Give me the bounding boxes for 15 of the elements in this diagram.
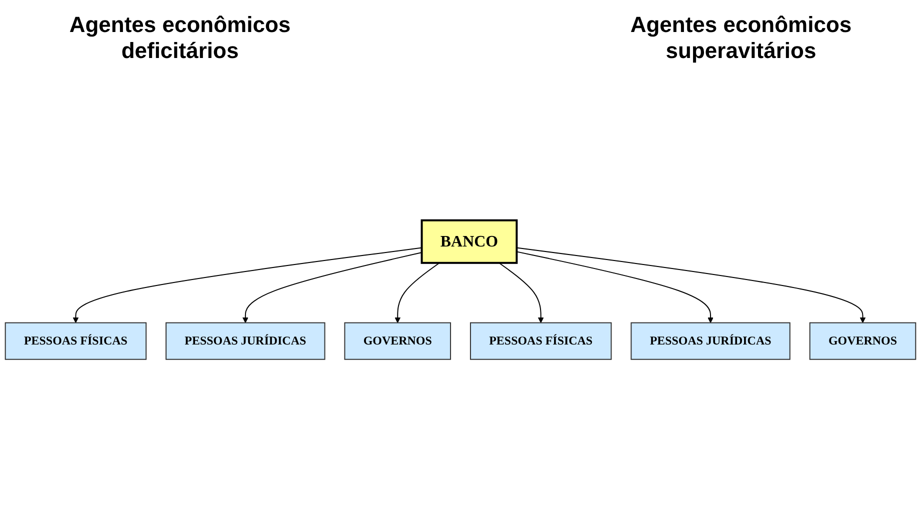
arrow [242, 252, 422, 324]
arrow [516, 247, 866, 324]
node-box: PESSOAS FÍSICAS [4, 322, 147, 360]
column-heading: Agentes econômicos deficitários [68, 12, 292, 65]
node-box: PESSOAS JURÍDICAS [166, 322, 326, 360]
node-box: GOVERNOS [809, 322, 916, 360]
column-heading: Agentes econômicos superavitários [629, 12, 853, 65]
arrow [516, 251, 714, 324]
node-box: BANCO [420, 219, 518, 264]
arrow [72, 247, 422, 324]
node-box: PESSOAS JURÍDICAS [630, 322, 790, 360]
node-box: PESSOAS FÍSICAS [470, 322, 612, 360]
arrow [498, 262, 544, 324]
node-box: GOVERNOS [344, 322, 452, 360]
arrow [394, 262, 440, 324]
